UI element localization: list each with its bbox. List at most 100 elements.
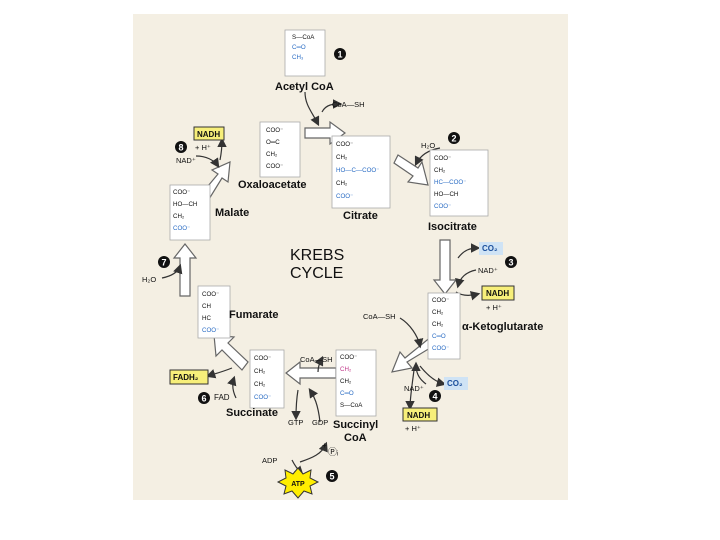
- fadh2-box: [169, 369, 209, 385]
- arrow-nad-step8: [195, 155, 220, 168]
- nad-label-step4: NAD⁺: [404, 384, 424, 393]
- structure-succinate-line-0: COO⁻: [254, 355, 271, 362]
- structure-malate-line-1: HO—CH: [173, 201, 197, 208]
- coash-label-step4: CoA—SH: [363, 312, 396, 321]
- molecule-structures: S—CoA C═O CH₃ COO⁻ O═C CH₂ COO⁻ COO⁻ CH₂ HO—C—COO…: [173, 34, 466, 409]
- step-badge-6: [198, 392, 210, 404]
- card-ketoglutarate: [427, 292, 461, 360]
- step-badges: 1 2 3 4 5 6 7 8: [158, 48, 517, 482]
- co2-label-step3: CO₂: [482, 244, 498, 253]
- hplus-label-step8: + H⁺: [195, 143, 211, 152]
- structure-succinyl-coa-line-1: CH₂: [340, 366, 352, 373]
- structure-ketoglutarate-line-0: COO⁻: [432, 297, 449, 304]
- arrow-citrate-to-isocitrate: [393, 154, 429, 186]
- arrow-succinate-to-fumarate: [213, 334, 249, 371]
- step-badge-3: [505, 256, 517, 268]
- hplus-label-step3: + H⁺: [486, 303, 502, 312]
- structure-isocitrate-line-2: HC—COO⁻: [434, 179, 466, 186]
- label-succinyl-coa-2: CoA: [344, 432, 367, 444]
- structure-malate-line-3: COO⁻: [173, 225, 190, 232]
- gtp-label: GTP: [288, 418, 303, 427]
- label-succinate: Succinate: [226, 407, 278, 419]
- nad-label-step8: NAD⁺: [176, 156, 196, 165]
- structure-ketoglutarate-line-2: CH₂: [432, 321, 444, 328]
- step-badge-5: [326, 470, 338, 482]
- arrow-fad-in: [227, 375, 237, 399]
- card-succinate: [249, 349, 285, 409]
- arrow-fumarate-to-malate: [172, 243, 198, 297]
- structure-citrate-line-1: CH₂: [336, 154, 348, 161]
- structure-citrate-line-3: CH₂: [336, 180, 348, 187]
- card-malate: [169, 184, 211, 241]
- svg-text:3: 3: [508, 258, 513, 268]
- structure-isocitrate-line-3: HO—CH: [434, 191, 458, 198]
- gdp-label: GDP: [312, 418, 328, 427]
- label-malate: Malate: [215, 207, 249, 219]
- arrow-nad-step3: [455, 269, 477, 289]
- svg-text:6: 6: [201, 394, 206, 404]
- structure-acetyl-coa-line-2: CH₃: [292, 54, 304, 61]
- label-acetyl-coa: Acetyl CoA: [275, 81, 334, 93]
- svg-text:4: 4: [432, 392, 437, 402]
- co2-box-step4: [444, 377, 468, 390]
- arrow-succinylcoa-to-succinate: [285, 360, 337, 386]
- label-fumarate: Fumarate: [229, 309, 279, 321]
- step-badge-8: [175, 141, 187, 153]
- structure-isocitrate-line-4: COO⁻: [434, 203, 451, 210]
- structure-citrate-line-0: COO⁻: [336, 141, 353, 148]
- structure-isocitrate-line-1: CH₂: [434, 167, 446, 174]
- nadh-box-step4: [402, 407, 438, 422]
- arrow-co2-out-step4: [419, 365, 447, 387]
- atp-burst: [276, 467, 320, 499]
- svg-text:7: 7: [161, 258, 166, 268]
- structure-succinyl-coa-line-2: CH₂: [340, 378, 352, 385]
- structure-oxaloacetate-line-2: CH₂: [266, 151, 278, 158]
- structure-oxaloacetate-line-3: COO⁻: [266, 163, 283, 170]
- nadh-label-step3: NADH: [486, 289, 509, 298]
- nad-label-step3: NAD⁺: [478, 266, 498, 275]
- arrow-isocitrate-to-ketoglutarate: [432, 239, 458, 295]
- arrow-nadh-out-step4: [405, 369, 415, 411]
- arrow-h2o-step7: [161, 263, 183, 279]
- nadh-label-step4: NADH: [407, 411, 430, 420]
- label-isocitrate: Isocitrate: [428, 221, 477, 233]
- card-fumarate: [197, 285, 231, 339]
- structure-citrate-line-2: HO—C—COO⁻: [336, 167, 380, 174]
- label-citrate: Citrate: [343, 210, 378, 222]
- arrow-gtp-out: [291, 389, 301, 421]
- diagram-panel: [133, 14, 568, 500]
- label-succinyl-coa-1: Succinyl: [333, 419, 378, 431]
- molecule-cards: [169, 29, 489, 417]
- card-succinyl-coa: [335, 349, 377, 417]
- coash-label-step5: CoA—SH: [300, 355, 333, 364]
- highlight-boxes: [169, 126, 515, 499]
- svg-text:5: 5: [329, 472, 334, 482]
- coash-label-step1: CoA—SH: [332, 100, 365, 109]
- arrow-coash-out-step5: [314, 355, 324, 373]
- step-badge-7: [158, 256, 170, 268]
- structure-fumarate-line-1: CH: [202, 303, 211, 310]
- arrow-fadh2-out: [205, 367, 233, 379]
- structure-succinate-line-2: CH₂: [254, 381, 266, 388]
- arrow-acetylcoa-in: [304, 91, 320, 127]
- svg-text:8: 8: [178, 143, 183, 153]
- structure-oxaloacetate-line-0: COO⁻: [266, 127, 283, 134]
- structure-oxaloacetate-line-1: O═C: [266, 139, 280, 146]
- structure-malate-line-2: CH₂: [173, 213, 185, 220]
- structure-ketoglutarate-line-3: C═O: [432, 333, 446, 340]
- svg-text:1: 1: [337, 50, 342, 60]
- step-badge-4: [429, 390, 441, 402]
- arrow-coash-in-step4: [399, 317, 424, 349]
- card-acetyl-coa: [284, 29, 326, 77]
- nadh-box-step3: [481, 285, 515, 301]
- arrow-nad-step4: [411, 361, 427, 385]
- arrow-adp-atp: [299, 441, 328, 463]
- structure-acetyl-coa-line-0: S—CoA: [292, 34, 315, 41]
- structure-ketoglutarate-line-1: CH₂: [432, 309, 444, 316]
- structure-succinyl-coa-line-0: COO⁻: [340, 354, 357, 361]
- fadh2-label: FADH₂: [173, 373, 199, 382]
- arrow-co2-out-step3: [457, 243, 481, 259]
- plus-label: +: [322, 441, 327, 450]
- cycle-arrows: [172, 120, 458, 386]
